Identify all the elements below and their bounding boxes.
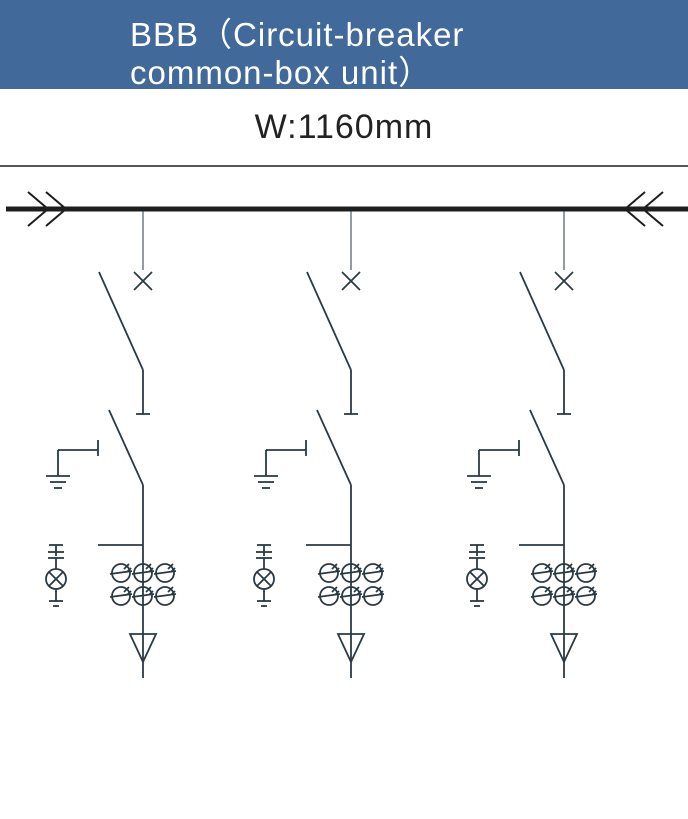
current-transformer-icon: [109, 563, 177, 606]
earthing-switch-icon: [46, 440, 99, 489]
load-break-switch-icon: [306, 271, 361, 415]
current-transformer-icon: [530, 563, 598, 606]
indicator-lamp-icon: [45, 544, 67, 607]
isolating-switch-icon: [306, 409, 352, 678]
isolating-switch-icon: [519, 409, 565, 678]
indicator-lamp-icon: [253, 544, 275, 607]
feeder-1: [45, 211, 177, 678]
feeder-2: [253, 211, 385, 678]
cable-termination-icon: [128, 633, 158, 665]
feeder-3: [466, 211, 598, 678]
double-chevron-left-icon: [623, 191, 664, 227]
isolating-switch-icon: [98, 409, 144, 678]
title-line-1: BBB（Circuit-breaker: [130, 16, 465, 53]
cable-termination-icon: [336, 633, 366, 665]
current-transformer-icon: [317, 563, 385, 606]
indicator-lamp-icon: [466, 544, 488, 607]
load-break-switch-icon: [519, 271, 574, 415]
title-banner: BBB（Circuit-breaker common-box unit）: [0, 0, 688, 91]
earthing-switch-icon: [467, 440, 520, 489]
earthing-switch-icon: [254, 440, 307, 489]
double-chevron-right-icon: [27, 191, 68, 227]
cable-termination-icon: [549, 633, 579, 665]
width-label: W:1160mm: [254, 108, 434, 146]
title-line-2: common-box unit）: [130, 54, 433, 91]
load-break-switch-icon: [98, 271, 153, 415]
